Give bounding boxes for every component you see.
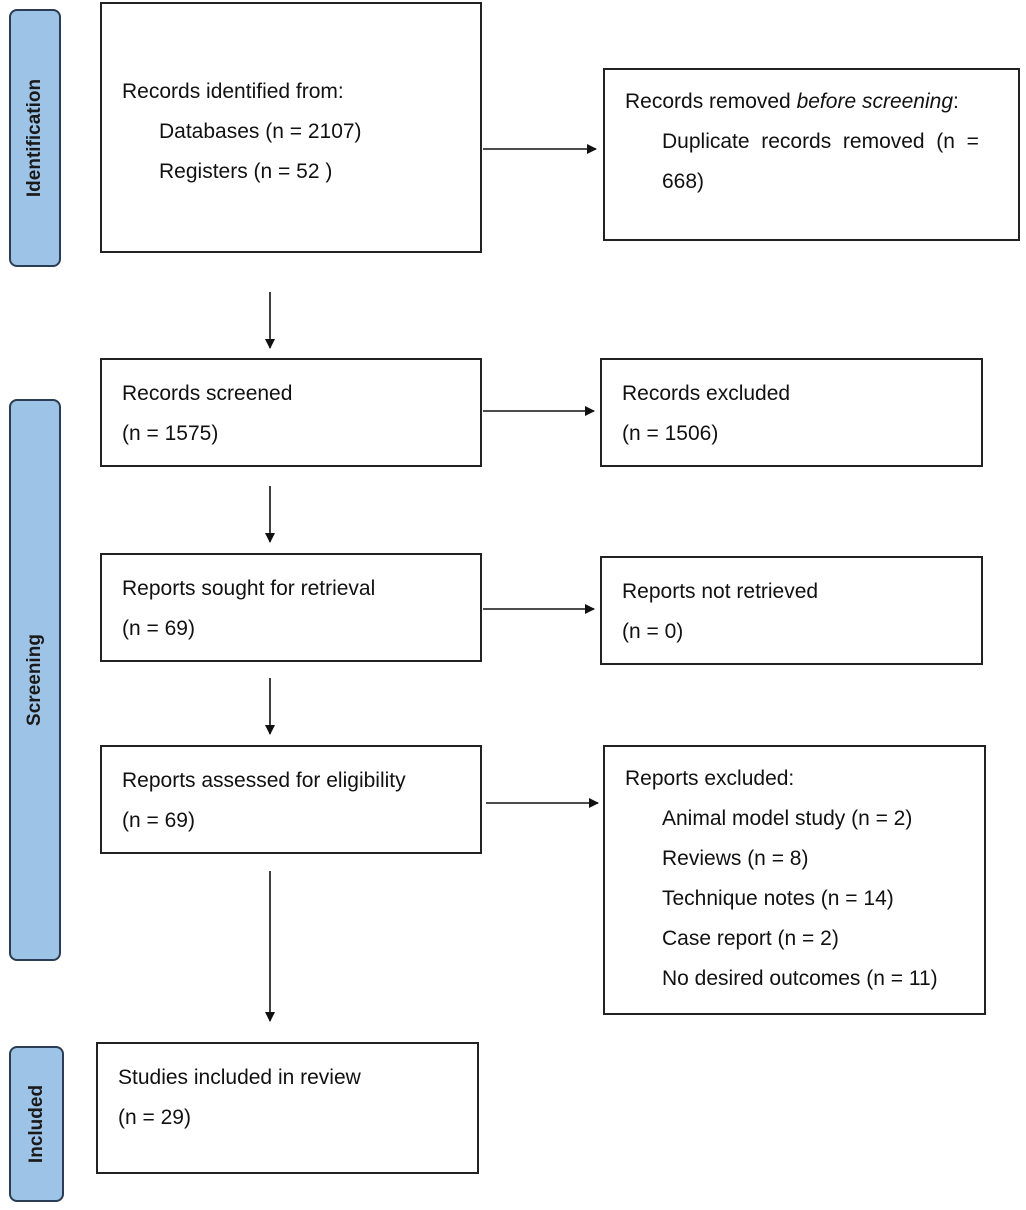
studies-included-title: Studies included in review <box>118 1066 361 1089</box>
exclusion-reason-item: No desired outcomes (n = 11) <box>662 967 938 990</box>
records-excluded-count: (n = 1506) <box>622 422 719 445</box>
records-removed-title: Records removed before screening: <box>625 82 1018 122</box>
studies-included-count: (n = 29) <box>118 1106 191 1129</box>
records-excluded-box: Records excluded (n = 1506) <box>600 358 983 467</box>
reports-not-retrieved-title: Reports not retrieved <box>622 580 819 603</box>
reports-sought-count: (n = 69) <box>122 617 195 640</box>
registers-count: Registers (n = 52 ) <box>159 160 333 183</box>
exclusion-reason-item: Reviews (n = 8) <box>662 847 809 870</box>
reports-assessed-box: Reports assessed for eligibility (n = 69… <box>100 745 482 854</box>
phase-bar-identification: Identification <box>9 9 61 267</box>
records-removed-title-prefix: Records removed <box>625 90 797 113</box>
studies-included-box: Studies included in review (n = 29) <box>96 1042 479 1174</box>
reports-assessed-title: Reports assessed for eligibility <box>122 769 406 792</box>
reports-excluded-title: Reports excluded: <box>625 767 795 790</box>
phase-bar-screening: Screening <box>9 399 61 961</box>
exclusion-reason-item: Technique notes (n = 14) <box>662 887 894 910</box>
duplicates-removed-line2: 668) <box>662 170 705 193</box>
records-screened-box: Records screened (n = 1575) <box>100 358 482 467</box>
records-excluded-title: Records excluded <box>622 382 791 405</box>
records-identified-title: Records identified from: <box>122 80 344 103</box>
records-removed-title-italic: before screening <box>796 90 954 113</box>
reports-not-retrieved-count: (n = 0) <box>622 620 684 643</box>
records-identified-box: Records identified from: Databases (n = … <box>100 2 482 253</box>
reports-sought-title: Reports sought for retrieval <box>122 577 376 600</box>
reports-not-retrieved-box: Reports not retrieved (n = 0) <box>600 556 983 665</box>
records-screened-title: Records screened <box>122 382 293 405</box>
reports-sought-box: Reports sought for retrieval (n = 69) <box>100 553 482 662</box>
reports-assessed-count: (n = 69) <box>122 809 195 832</box>
records-removed-title-suffix: : <box>953 90 959 113</box>
databases-count: Databases (n = 2107) <box>159 120 362 143</box>
phase-bar-included: Included <box>9 1046 64 1202</box>
records-screened-count: (n = 1575) <box>122 422 219 445</box>
exclusion-reason-item: Animal model study (n = 2) <box>662 807 913 830</box>
records-removed-box: Records removed before screening: Duplic… <box>603 68 1020 241</box>
exclusion-reason-item: Case report (n = 2) <box>662 927 839 950</box>
duplicates-removed-line1: Duplicate records removed (n = <box>662 130 979 153</box>
reports-excluded-box: Reports excluded: Animal model study (n … <box>603 745 986 1015</box>
